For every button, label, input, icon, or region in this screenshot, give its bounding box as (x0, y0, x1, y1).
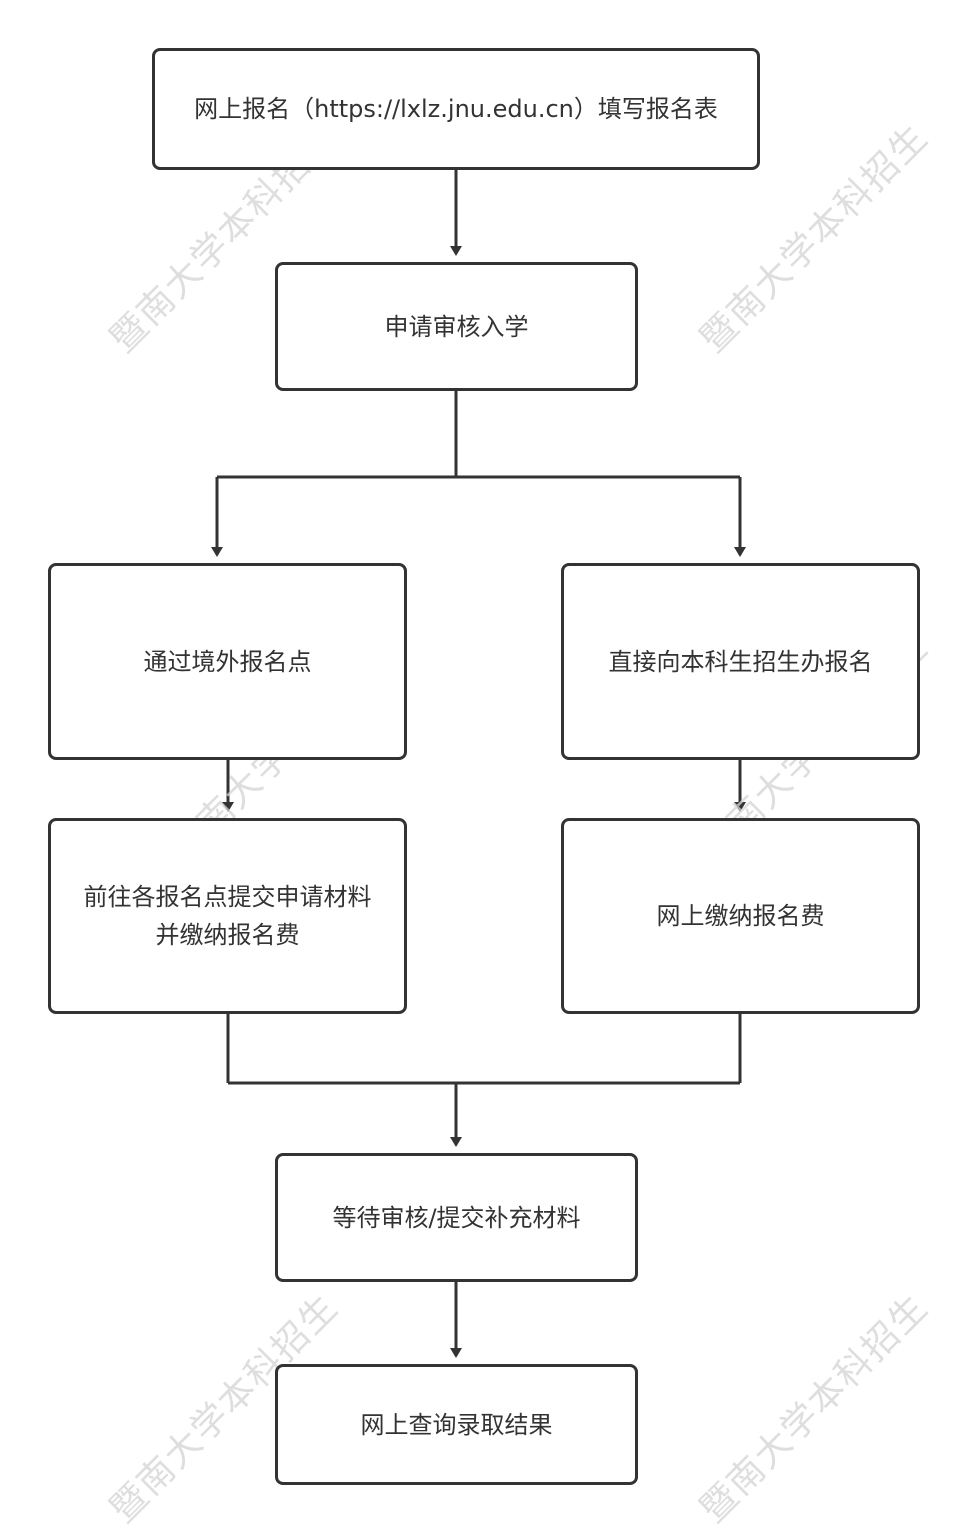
node-submit-materials: 前往各报名点提交申请材料 并缴纳报名费 (48, 818, 407, 1014)
node-via-overseas: 通过境外报名点 (48, 563, 407, 760)
node-pay-online: 网上缴纳报名费 (561, 818, 920, 1014)
node-label-line2: 并缴纳报名费 (155, 921, 300, 949)
node-query-result: 网上查询录取结果 (275, 1364, 638, 1485)
node-label: 网上报名（https://lxlz.jnu.edu.cn）填写报名表 (194, 95, 718, 123)
node-label: 通过境外报名点 (143, 647, 312, 676)
node-label: 网上缴纳报名费 (656, 902, 825, 930)
node-wait-review: 等待审核/提交补充材料 (275, 1153, 638, 1282)
node-label: 直接向本科生招生办报名 (608, 647, 873, 676)
node-label: 申请审核入学 (384, 312, 529, 341)
node-register-online: 网上报名（https://lxlz.jnu.edu.cn）填写报名表 (152, 48, 760, 170)
node-apply-review: 申请审核入学 (275, 262, 638, 391)
node-label: 等待审核/提交补充材料 (332, 1203, 581, 1232)
node-label: 网上查询录取结果 (360, 1410, 553, 1439)
node-label-line1: 前往各报名点提交申请材料 (83, 883, 372, 911)
node-direct-office: 直接向本科生招生办报名 (561, 563, 920, 760)
